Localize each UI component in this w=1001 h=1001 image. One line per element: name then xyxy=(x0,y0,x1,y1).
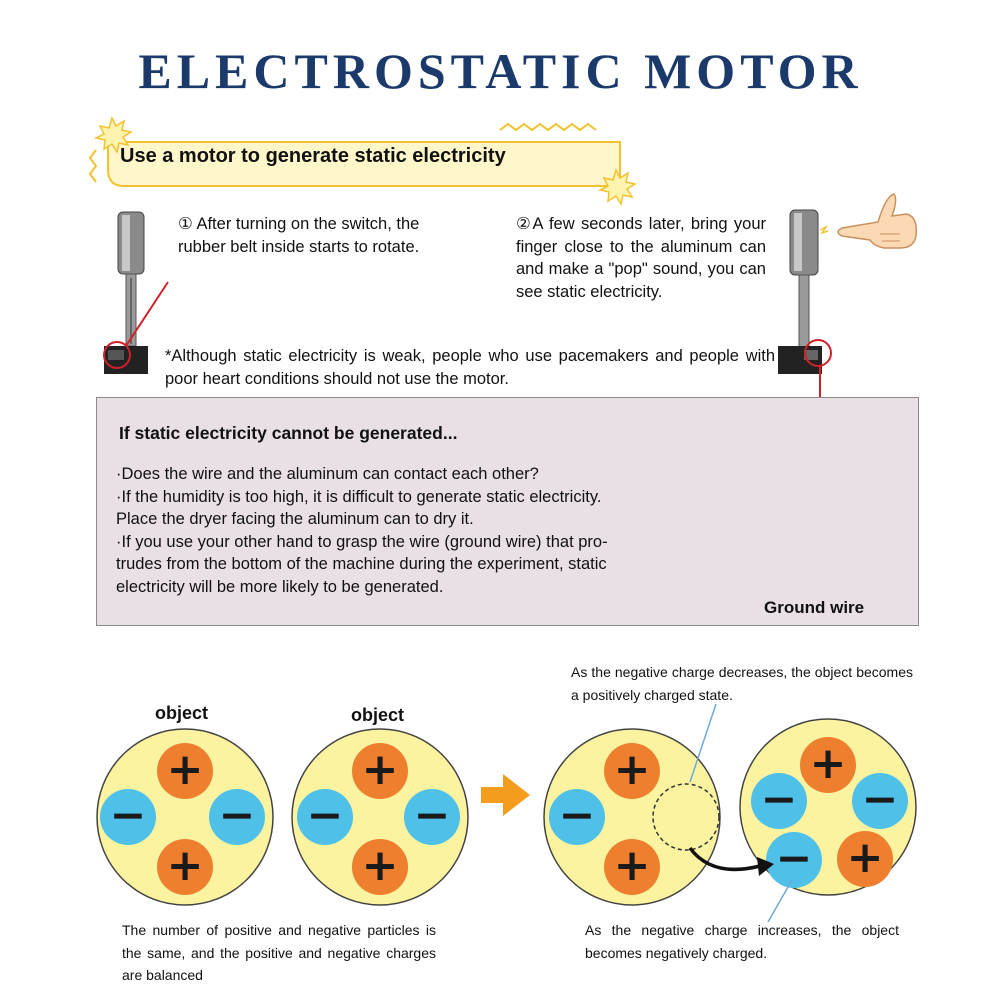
plus-symbol: + xyxy=(361,744,399,795)
negative-charge-icon xyxy=(766,832,822,888)
safety-warning: *Although static electricity is weak, pe… xyxy=(165,347,775,388)
zigzag-top xyxy=(499,122,597,132)
caption-negative-increases: As the negative charge increases, the ob… xyxy=(585,922,899,961)
page-title: ELECTROSTATIC MOTOR xyxy=(138,43,863,99)
missing-charge-dashed-circle xyxy=(652,783,720,851)
negative-charge-icon xyxy=(751,773,807,829)
troubleshooting-heading: If static electricity cannot be generate… xyxy=(119,423,458,443)
positive-charge-icon xyxy=(352,743,408,799)
negative-charge-icon xyxy=(549,789,605,845)
negative-charge-icon xyxy=(209,789,265,845)
caption-negative-decreases: As the negative charge decreases, the ob… xyxy=(571,664,913,703)
plus-symbol: + xyxy=(846,832,884,883)
troubleshooting-line: Place the dryer facing the aluminum can … xyxy=(116,510,474,528)
process-arrow-icon xyxy=(481,774,530,816)
plus-symbol: + xyxy=(166,744,204,795)
minus-symbol: − xyxy=(218,790,256,841)
troubleshooting-box xyxy=(96,397,919,626)
balanced-object-1 xyxy=(96,728,274,906)
object-label: object xyxy=(351,705,405,725)
caption-balanced: The number of positive and negative part… xyxy=(122,922,436,983)
banner-frame xyxy=(88,115,637,206)
motor-left-image xyxy=(103,211,169,374)
plus-symbol: + xyxy=(809,738,847,789)
troubleshooting-line: ·Does the wire and the aluminum can cont… xyxy=(116,465,539,483)
minus-symbol: − xyxy=(413,790,451,841)
negative-charge-icon xyxy=(100,789,156,845)
zigzag-left xyxy=(88,149,98,183)
positive-charge-icon xyxy=(157,839,213,895)
minus-symbol: − xyxy=(760,774,798,825)
negative-charge-icon xyxy=(297,789,353,845)
minus-symbol: − xyxy=(109,790,147,841)
step-2-text: ②A few seconds later, bring your finger … xyxy=(516,215,766,301)
minus-symbol: − xyxy=(775,833,813,884)
troubleshooting-line: ·If the humidity is too high, it is diff… xyxy=(116,487,602,506)
positive-charge-icon xyxy=(604,839,660,895)
callout-line-top xyxy=(689,703,717,783)
ground-highlight-circle xyxy=(804,339,832,367)
minus-symbol: − xyxy=(306,790,344,841)
minus-symbol: − xyxy=(558,790,596,841)
callout-line-bottom xyxy=(767,879,793,923)
plus-symbol: + xyxy=(166,840,204,891)
starburst-icon xyxy=(93,115,133,154)
plus-symbol: + xyxy=(361,840,399,891)
minus-symbol: − xyxy=(861,774,899,825)
positive-object xyxy=(543,728,721,906)
positive-charge-icon xyxy=(352,839,408,895)
transfer-arrow xyxy=(688,846,761,872)
balanced-object-2 xyxy=(291,728,469,906)
positive-charge-icon xyxy=(157,743,213,799)
starburst-icon xyxy=(597,167,637,206)
negative-charge-icon xyxy=(852,773,908,829)
motor-right-image xyxy=(778,209,832,438)
plus-symbol: + xyxy=(613,840,651,891)
negative-charge-icon xyxy=(404,789,460,845)
plus-symbol: + xyxy=(613,744,651,795)
positive-charge-icon xyxy=(800,737,856,793)
troubleshooting-line: electricity will be more likely to be ge… xyxy=(116,577,444,596)
troubleshooting-line: trudes from the bottom of the machine du… xyxy=(116,555,607,573)
step-1-text: ① After turning on the switch, the rubbe… xyxy=(178,215,420,256)
troubleshooting-line: ·If you use your other hand to grasp the… xyxy=(116,532,608,551)
switch-highlight-circle xyxy=(103,341,131,369)
positive-charge-icon xyxy=(837,831,893,887)
object-label: object xyxy=(155,703,209,723)
ground-wire-label: Ground wire xyxy=(764,598,865,617)
pointing-hand-icon xyxy=(819,193,918,249)
positive-charge-icon xyxy=(604,743,660,799)
charge-particles xyxy=(100,737,908,895)
banner-heading: Use a motor to generate static electrici… xyxy=(120,145,506,167)
troubleshooting-list: ·Does the wire and the aluminum can cont… xyxy=(116,463,676,598)
